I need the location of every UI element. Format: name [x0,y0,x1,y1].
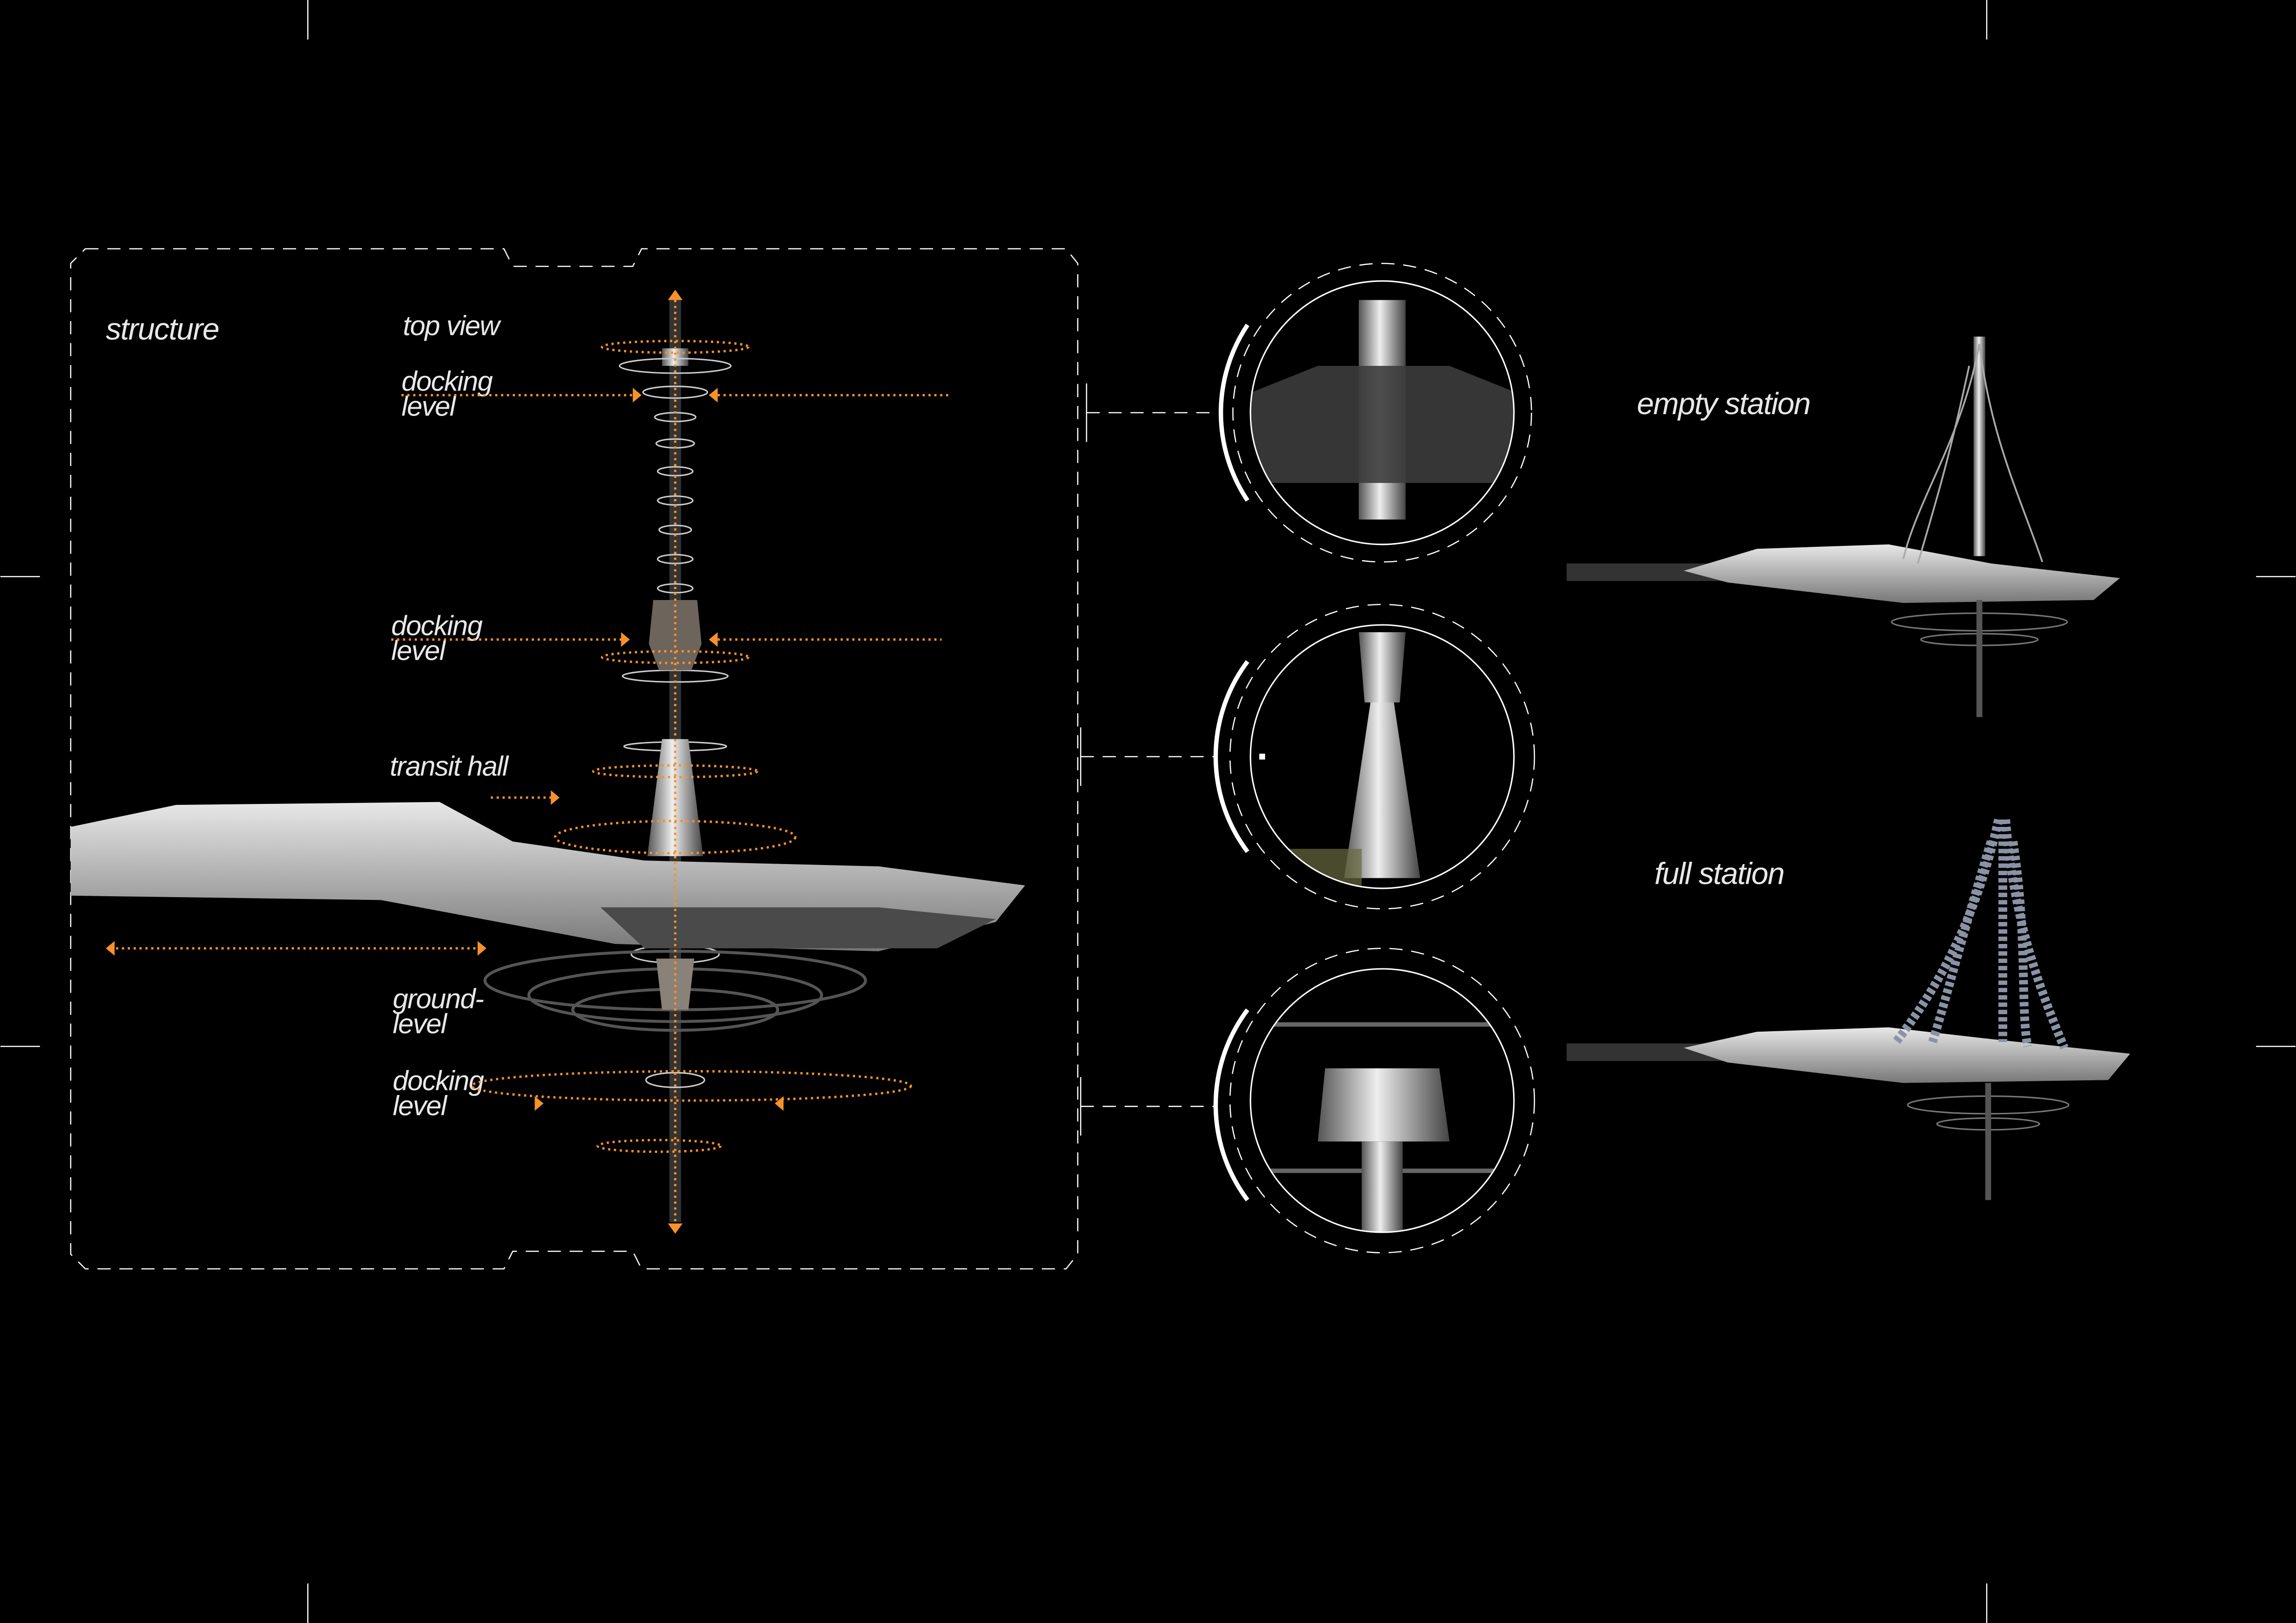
structure-frame [70,248,1079,1269]
structure-title: structure [106,312,219,347]
ground-level-label-a: ground- [393,983,484,1014]
docking-level-label-3a: docking [393,1065,484,1096]
transit-hall-label: transit hall [390,750,509,781]
docking-level-label-1a: docking [401,365,493,397]
detail-view-top [1086,263,1532,563]
empty-station-label: empty station [1637,387,1810,421]
full-station-label: full station [1654,856,1784,891]
docking-level-label-2a: docking [391,610,483,641]
detail-view-middle [1080,604,1535,910]
annotation-arrows [106,290,952,1234]
ground-level-label-b: level [393,1008,448,1039]
empty-station-render [1566,337,2120,717]
detail-view-bottom [1080,948,1535,1253]
full-station-render [1566,819,2130,1200]
docking-level-label-2b: level [391,635,446,666]
docking-level-label-3b: level [393,1090,448,1121]
top-view-label: top view [403,310,501,341]
station-tower-render [70,300,1025,1222]
docking-level-label-1b: level [401,390,456,421]
